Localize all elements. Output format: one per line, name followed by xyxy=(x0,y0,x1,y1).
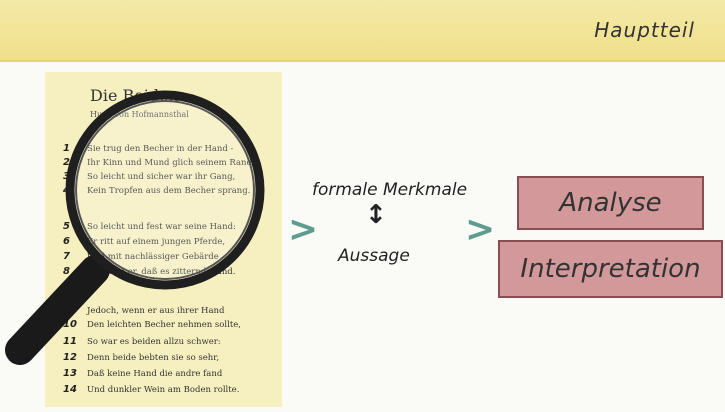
poem-line: 10 Den leichten Becher nehmen sollte, xyxy=(63,319,278,331)
line-number: 8 xyxy=(63,266,70,277)
poem-author: Hugo von Hofmannsthal xyxy=(90,110,189,119)
line-number: 11 xyxy=(63,336,77,347)
statement-label: Aussage xyxy=(338,246,410,266)
line-number: 9 xyxy=(63,305,70,316)
poem-line: 2 Ihr Kinn und Mund glich seinem Rand - xyxy=(63,157,278,169)
line-number: 5 xyxy=(63,221,70,232)
line-text: So leicht und sicher war ihr Gang, xyxy=(87,172,236,182)
poem-line: 4 Kein Tropfen aus dem Becher sprang. xyxy=(63,185,278,197)
line-number: 1 xyxy=(63,143,70,154)
line-text: Den leichten Becher nehmen sollte, xyxy=(87,320,241,330)
poem-line: 1 Sie trug den Becher in der Hand - xyxy=(63,143,278,155)
line-number: 3 xyxy=(63,171,70,182)
line-text: Jedoch, wenn er aus ihrer Hand xyxy=(87,306,225,316)
chevron-right-icon: > xyxy=(288,209,319,250)
poem-line: 14 Und dunkler Wein am Boden rollte. xyxy=(63,384,278,396)
line-text: Denn beide bebten sie so sehr, xyxy=(87,353,220,363)
poem-line: 5 So leicht und fest war seine Hand: xyxy=(63,221,278,233)
line-text: Sie trug den Becher in der Hand - xyxy=(87,144,234,154)
line-number: 2 xyxy=(63,157,70,168)
chevron-right-icon: > xyxy=(465,209,496,250)
header-bar: Hauptteil xyxy=(0,0,725,62)
formal-features-label: formale Merkmale xyxy=(312,180,468,200)
poem-line: 8 Erzwang er, daß es zitternd stand. xyxy=(63,266,278,278)
line-text: Er ritt auf einem jungen Pferde, xyxy=(87,237,226,247)
line-number: 6 xyxy=(63,236,70,247)
interpretation-box: Interpretation xyxy=(498,240,723,298)
line-number: 12 xyxy=(63,352,77,363)
line-text: So leicht und fest war seine Hand: xyxy=(87,222,236,232)
line-text: Ihr Kinn und Mund glich seinem Rand - xyxy=(87,158,258,168)
line-text: Erzwang er, daß es zitternd stand. xyxy=(87,267,236,277)
up-down-arrow-icon: ↕ xyxy=(365,200,387,230)
interpretation-label: Interpretation xyxy=(520,254,701,284)
line-number: 4 xyxy=(63,185,70,196)
line-number: 13 xyxy=(63,368,77,379)
line-text: Kein Tropfen aus dem Becher sprang. xyxy=(87,186,251,196)
line-number: 10 xyxy=(63,319,77,330)
line-text: Daß keine Hand die andre fand xyxy=(87,369,223,379)
poem-line: 3 So leicht und sicher war ihr Gang, xyxy=(63,171,278,183)
line-text: Und dunkler Wein am Boden rollte. xyxy=(87,385,240,395)
analysis-label: Analyse xyxy=(559,188,662,218)
poem-line: 13 Daß keine Hand die andre fand xyxy=(63,368,278,380)
poem-title: Die Beiden xyxy=(90,86,179,105)
line-number: 14 xyxy=(63,384,77,395)
poem-line: 12 Denn beide bebten sie so sehr, xyxy=(63,352,278,364)
line-text: Und mit nachlässiger Gebärde xyxy=(87,252,219,262)
analysis-box: Analyse xyxy=(517,176,704,230)
poem-line: 7 Und mit nachlässiger Gebärde xyxy=(63,251,278,263)
poem-line: 6 Er ritt auf einem jungen Pferde, xyxy=(63,236,278,248)
section-title: Hauptteil xyxy=(594,18,695,42)
line-text: So war es beiden allzu schwer: xyxy=(87,337,221,347)
poem-line: 11 So war es beiden allzu schwer: xyxy=(63,336,278,348)
line-number: 7 xyxy=(63,251,70,262)
poem-line: 9 Jedoch, wenn er aus ihrer Hand xyxy=(63,305,278,317)
